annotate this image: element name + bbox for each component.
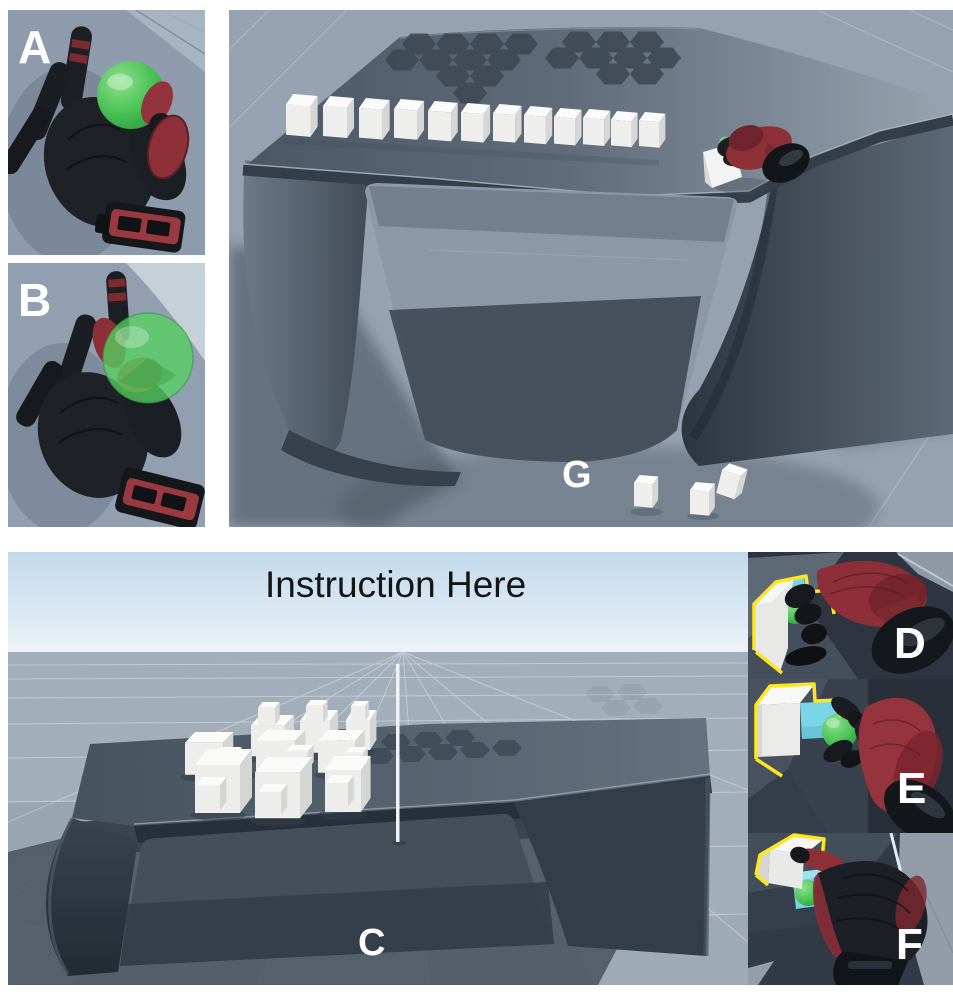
panel-f: F: [748, 833, 953, 985]
panel-d-label: D: [894, 619, 926, 668]
panel-c: Instruction Here C: [8, 552, 748, 985]
panel-b-scene: [8, 263, 205, 527]
glove-open-hand: [8, 26, 190, 253]
panel-b-label: B: [18, 274, 52, 326]
panel-g: G: [229, 10, 953, 527]
panel-a: A: [8, 10, 205, 255]
instruction-banner: Instruction Here: [265, 564, 527, 605]
panel-f-scene: [748, 833, 953, 985]
divider-pole: [396, 664, 400, 842]
target-sphere-translucent: [103, 313, 193, 403]
highlighted-cube-assembly: [754, 682, 858, 778]
target-cube-white: [770, 835, 824, 855]
panel-e: E: [748, 679, 953, 833]
panel-e-scene: [748, 679, 953, 833]
gripping-hand: [784, 560, 953, 674]
panel-a-scene: [8, 10, 205, 255]
panel-d-scene: [748, 552, 953, 679]
pressing-hand: [790, 846, 928, 985]
sky: [8, 552, 748, 664]
pinching-hand: [823, 696, 953, 833]
panel-g-scene: [229, 10, 953, 527]
wrist-strap: [94, 201, 186, 253]
yellow-highlight-outline: [754, 682, 839, 759]
panel-a-label: A: [18, 21, 52, 73]
glove-pinch-hand: [16, 271, 205, 527]
panel-b: B: [8, 263, 205, 527]
panel-e-label: E: [897, 764, 927, 813]
wrist-strap: [115, 467, 205, 527]
panel-f-label: F: [896, 920, 923, 969]
panel-c-label: C: [358, 922, 386, 964]
target-cube-white: [756, 685, 814, 705]
thumb-pad: [147, 115, 189, 179]
dropped-floor-cubes: [630, 462, 749, 520]
panel-c-scene: [8, 552, 748, 985]
panel-g-label: G: [562, 454, 592, 496]
yellow-highlight-outline: [754, 833, 826, 876]
panel-d: D: [748, 552, 953, 679]
grabbing-hand: [703, 125, 810, 194]
